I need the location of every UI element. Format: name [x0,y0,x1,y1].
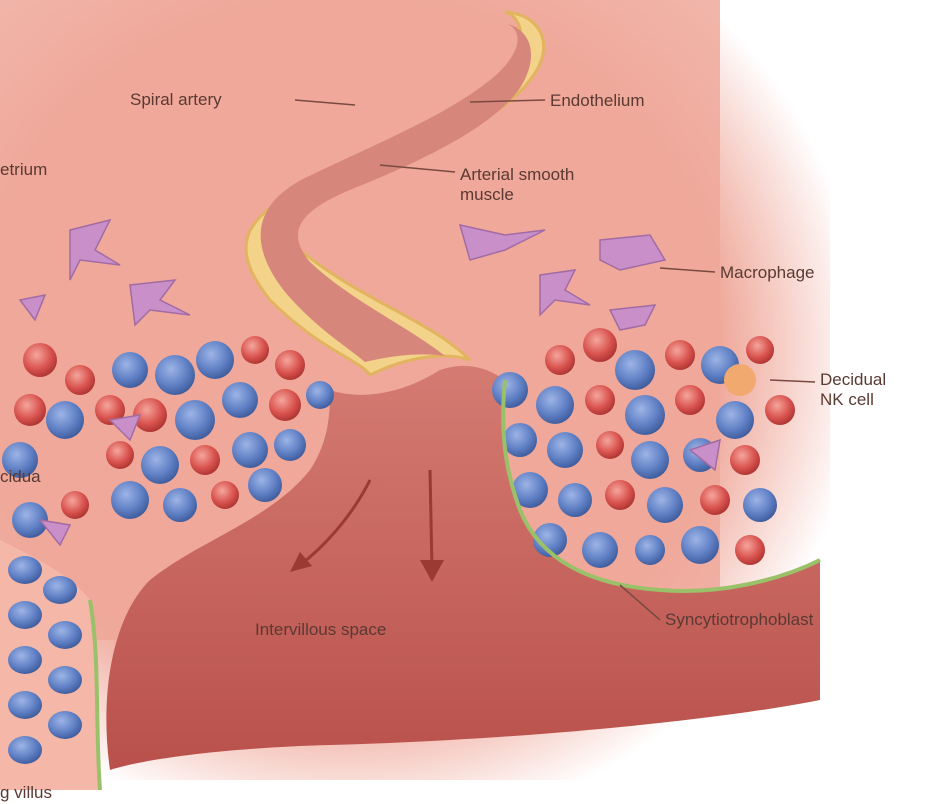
label-arterial-smooth-muscle-2: muscle [460,185,514,204]
label-arterial-smooth-muscle-1: Arterial smooth [460,165,574,184]
label-decidual-nk-1: Decidual [820,370,886,389]
label-villus: g villus [0,783,52,802]
label-endothelium: Endothelium [550,91,645,110]
label-spiral-artery: Spiral artery [130,90,222,109]
label-intervillous-space: Intervillous space [255,620,386,639]
label-macrophage: Macrophage [720,263,815,282]
label-decidua: cidua [0,467,41,486]
label-syncytiotrophoblast: Syncytiotrophoblast [665,610,814,629]
label-decidual-nk-2: NK cell [820,390,874,409]
label-myometrium: etrium [0,160,47,179]
